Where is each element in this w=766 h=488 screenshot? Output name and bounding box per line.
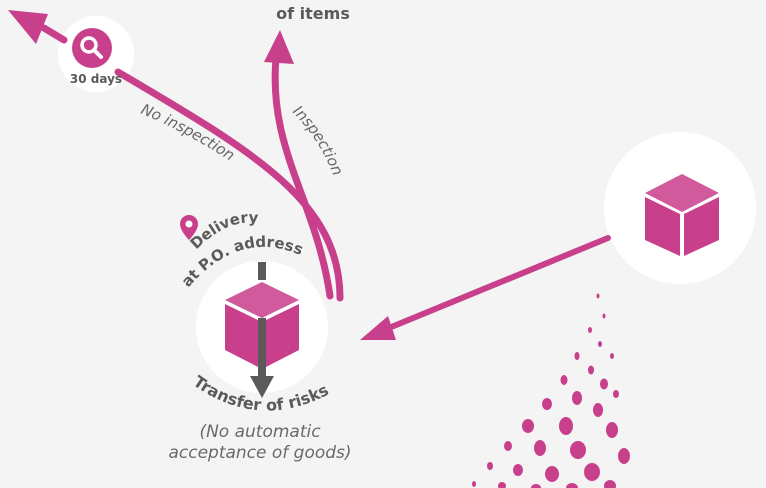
days-label: 30 days (70, 72, 122, 86)
caption-line-1: (No automatic (199, 422, 321, 442)
caption-line-2: acceptance of goods) (168, 443, 352, 463)
inspection-label: Inspection (289, 102, 347, 178)
location-pin-icon (180, 215, 198, 240)
items-label: of items (276, 4, 350, 23)
inspection-arrow (264, 30, 334, 300)
decorative-dot-pattern (472, 293, 630, 488)
incoming-arrow (360, 235, 611, 340)
source-box-icon (645, 174, 719, 256)
caption: (No automatic acceptance of goods) (150, 422, 370, 464)
search-icon (72, 28, 112, 68)
box-icon (225, 282, 299, 368)
no-inspection-arrow (8, 10, 344, 302)
